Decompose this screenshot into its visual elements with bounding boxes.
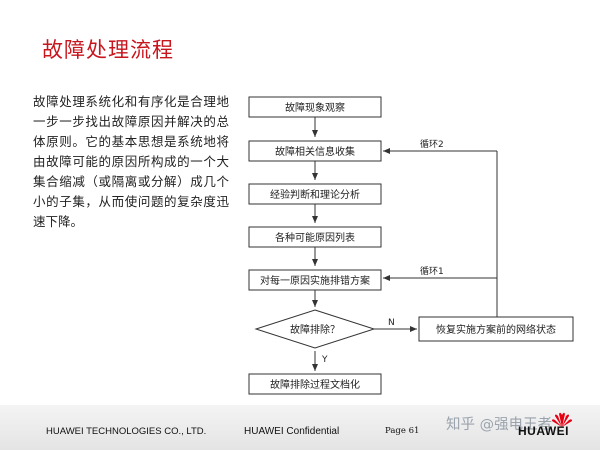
yes-label: Y [321,355,328,365]
step-box-2 [248,140,382,162]
huawei-brand-text: HUAWEI [518,424,569,438]
troubleshooting-flowchart: 故障现象观察 故障相关信息收集 经验判断和理论分析 各种可能原因列表 对每一原因… [248,96,574,395]
step-box-4 [248,226,382,248]
no-label: N [388,318,395,328]
step-box-3 [248,183,382,205]
step-box-1 [248,96,382,118]
decision-label: 故障排除？ [290,323,340,336]
loop1-label: 循环1 [420,265,444,277]
step-box-5 [248,269,382,291]
footer-confidential: HUAWEI Confidential [244,426,340,437]
description-paragraph: 故障处理系统化和有序化是合理地一步一步找出故障原因并解决的总体原则。它的基本思想… [33,94,229,229]
step-label-2: 故障相关信息收集 [275,145,355,158]
watermark: 知乎 @强电王者 [446,417,553,433]
step-label-3: 经验判断和理论分析 [270,188,360,201]
step-label-4: 各种可能原因列表 [275,231,355,244]
loop2-label: 循环2 [420,138,444,150]
restore-state-label: 恢复实施方案前的网络状态 [436,323,556,336]
footer-company: HUAWEI TECHNOLOGIES CO., LTD. [46,426,207,437]
step-label-1: 故障现象观察 [285,101,345,114]
slide-title: 故障处理流程 [42,38,174,62]
final-step-box [248,373,382,395]
decision-diamond [254,309,376,349]
huawei-logo-icon [552,412,572,427]
final-step-label: 故障排除过程文档化 [270,378,360,391]
footer-bar [0,405,600,450]
step-label-5: 对每一原因实施排错方案 [260,274,370,287]
footer-page-number: Page 61 [385,426,420,436]
restore-state-box [418,316,574,342]
